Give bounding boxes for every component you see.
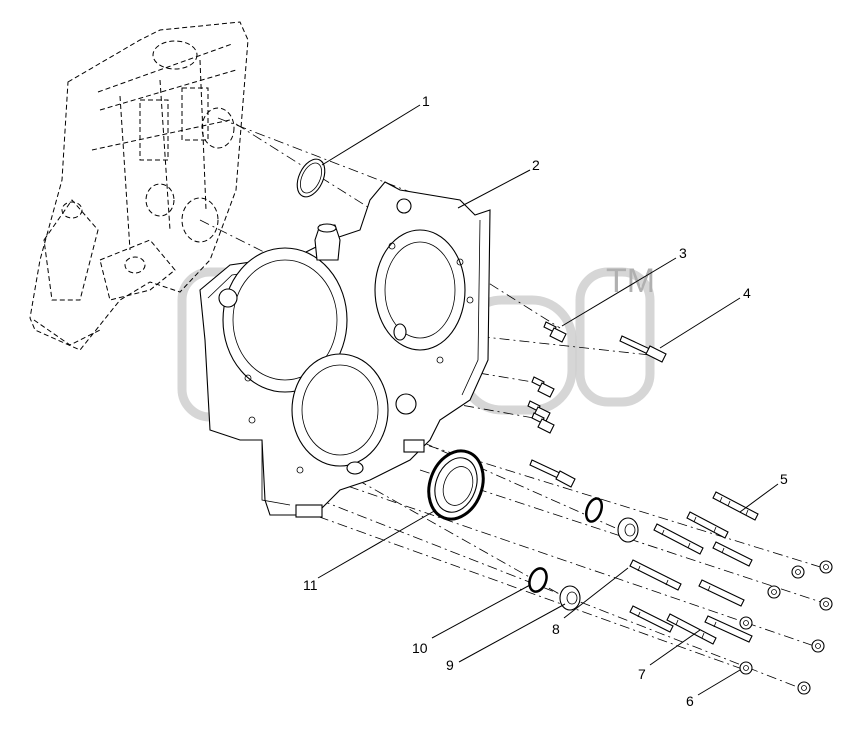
flange-nut <box>819 597 833 611</box>
leader-2 <box>457 169 531 209</box>
leader-7 <box>649 629 701 666</box>
callout-4: 4 <box>743 285 751 301</box>
bolt-long <box>529 459 576 488</box>
stud <box>712 491 759 521</box>
watermark-tm: TM <box>606 262 655 300</box>
bolt-short <box>531 376 555 398</box>
flange-nut <box>739 616 753 630</box>
plug-9-group <box>559 517 639 611</box>
flange-nut <box>797 681 811 695</box>
stud <box>629 605 674 633</box>
o-ring-10-group <box>528 497 604 593</box>
leader-10 <box>431 584 531 639</box>
leader-9 <box>458 603 566 663</box>
stud <box>686 511 729 539</box>
callout-labels: 1 2 3 4 5 6 7 8 9 10 11 <box>303 93 788 709</box>
callout-2: 2 <box>532 157 540 173</box>
stud <box>629 559 682 591</box>
flange-nut <box>791 565 805 579</box>
stud <box>653 523 704 555</box>
bolt-short <box>543 321 567 343</box>
callout-5: 5 <box>780 471 788 487</box>
bolt-long <box>619 335 667 363</box>
crankshaft-seal <box>427 449 485 521</box>
callout-10: 10 <box>412 640 428 656</box>
callout-8: 8 <box>552 621 560 637</box>
stud <box>712 541 753 567</box>
callout-7: 7 <box>638 666 646 682</box>
flange-nut <box>811 639 825 653</box>
bolt-short <box>531 412 555 434</box>
plug <box>617 517 639 543</box>
front-cover-plate <box>199 181 491 518</box>
leader-3 <box>561 257 677 327</box>
engine-block <box>29 21 249 351</box>
leader-11 <box>317 509 437 579</box>
stud <box>666 613 717 645</box>
nut-group <box>739 560 833 695</box>
callout-3: 3 <box>679 245 687 261</box>
leader-6 <box>697 669 741 696</box>
stud <box>698 579 745 607</box>
callout-11: 11 <box>303 577 318 593</box>
stud-group <box>629 491 759 645</box>
callout-9: 9 <box>446 657 454 673</box>
o-ring-1 <box>296 158 326 198</box>
stud <box>704 615 753 643</box>
leader-lines <box>317 104 779 696</box>
leader-8 <box>563 567 629 619</box>
leader-4 <box>659 297 741 349</box>
leader-1 <box>321 104 421 166</box>
leader-5 <box>739 483 779 513</box>
flange-nut <box>819 560 833 574</box>
callout-6: 6 <box>686 693 694 709</box>
flange-nut <box>767 585 781 599</box>
callout-1: 1 <box>422 93 430 109</box>
bolt-long-group <box>529 335 667 488</box>
flange-nut <box>739 661 753 675</box>
plug <box>559 585 581 611</box>
bolt-short-group <box>527 321 567 434</box>
